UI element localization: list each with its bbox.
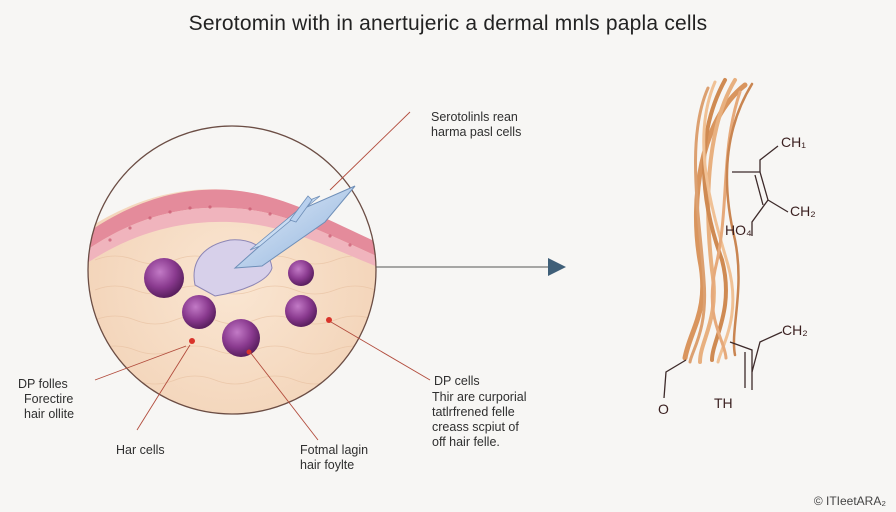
diagram-title: Serotomin with in anertujeric a dermal m…	[188, 12, 708, 35]
callout-serotonin-line1: Serotolinls rean	[431, 110, 518, 124]
watermark-credit: © ITIeetARA₂	[813, 494, 886, 508]
chem-lower-group: CH₂	[782, 322, 808, 338]
callout-formal: Fotmal lagin hair foylte	[300, 443, 368, 473]
callout-serotonin: Serotolinls rean harma pasl cells	[431, 110, 521, 140]
dermal-section-illustration	[87, 125, 377, 415]
callout-dp-cells: DP cells	[434, 374, 480, 388]
arrow-to-hair	[376, 258, 566, 276]
chem-lower-left: TH	[714, 395, 733, 411]
callout-hair-cells: Har cells	[116, 443, 165, 457]
chem-hydroxyl: HO₄	[725, 222, 752, 238]
serotonin-crystal	[193, 185, 356, 297]
callout-dp-follicles-line2: Forectire	[24, 392, 74, 406]
chem-top-group: CH₁	[781, 134, 806, 150]
hair-strand-illustration	[682, 78, 754, 364]
callout-serotonin-line2: harma pasl cells	[431, 125, 522, 139]
chem-mid-group: CH₂	[790, 203, 816, 219]
callout-dp-description: Thir are curporial tatlrfrened felle cre…	[432, 390, 526, 450]
dp-description-line1: Thir are curporial	[432, 390, 527, 404]
callout-formal-line1: Fotmal lagin	[300, 443, 369, 457]
dp-description-line4: off hair felle.	[432, 435, 500, 449]
callout-dp-follicles-line1: DP folles	[18, 377, 68, 391]
chem-oxygen: O	[658, 401, 669, 417]
callout-dp-follicles: DP folles Forectire hair ollite	[18, 377, 74, 422]
dp-description-line3: creass scpiut of	[432, 420, 519, 434]
callout-dp-follicles-line3: hair ollite	[24, 407, 75, 421]
callout-lines	[94, 111, 431, 441]
dermal-papilla-cells	[144, 258, 332, 357]
callout-formal-line2: hair foylte	[300, 458, 355, 472]
chemical-structure	[663, 145, 789, 399]
dp-description-line2: tatlrfrened felle	[432, 405, 515, 419]
